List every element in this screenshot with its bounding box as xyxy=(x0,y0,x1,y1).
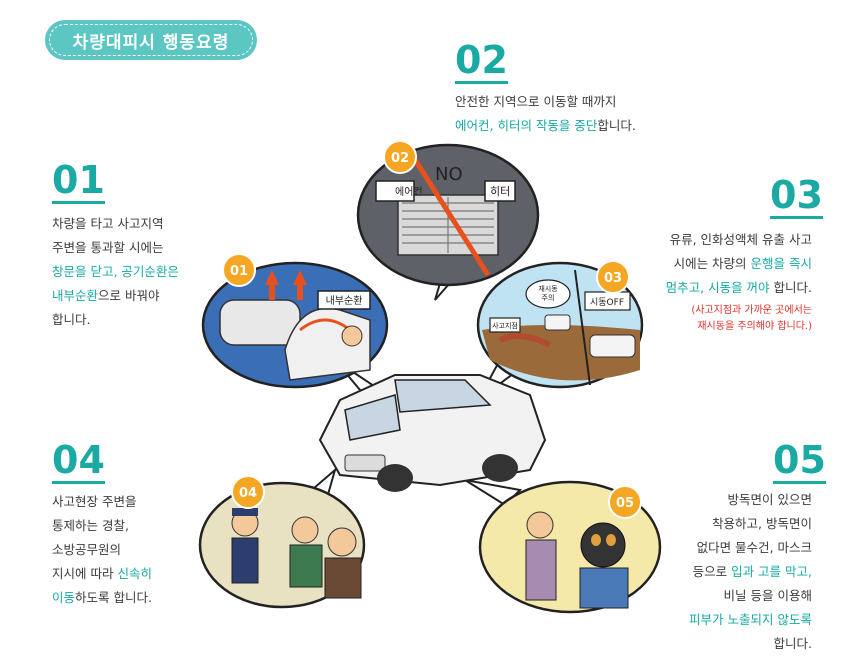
badge-03: 03 xyxy=(604,271,622,286)
step-04-text: 사고현장 주변을 통제하는 경찰, 소방공무원의 지시에 따라 신속히 이동하도… xyxy=(52,490,202,610)
badge-02: 02 xyxy=(391,151,409,166)
step-05-text-plain: 방독면이 있으면 착용하고, 방독면이 없다면 물수건, 마스크 등으로 xyxy=(692,492,812,579)
sign-heater: 히터 xyxy=(490,184,510,198)
step-02-text-end: 합니다. xyxy=(597,118,636,133)
step-01-text: 차량을 타고 사고지역 주변을 통과할 시에는 창문을 닫고, 공기순환은 내부… xyxy=(52,212,222,332)
step-05-text: 방독면이 있으면 착용하고, 방독면이 없다면 물수건, 마스크 등으로 입과 … xyxy=(650,488,812,656)
bubble-05 xyxy=(478,480,662,614)
step-01-text-highlight: 창문을 닫고, 공기순환은 내부순환 xyxy=(52,264,179,303)
step-04-text-end: 하도록 합니다. xyxy=(75,590,152,605)
bubble-03 xyxy=(476,260,644,389)
page-title-badge: 차량대피시 행동요령 xyxy=(45,20,257,60)
sign-no: NO xyxy=(435,164,463,185)
badge-04: 04 xyxy=(239,486,257,501)
step-01-number: 01 xyxy=(52,158,105,204)
step-03-text-plain: 유류, 인화성액체 유출 사고 시에는 차량의 xyxy=(669,232,812,271)
badge-01: 01 xyxy=(230,264,248,279)
step-03-text-end: 합니다. xyxy=(769,280,812,295)
step-01-text-plain: 차량을 타고 사고지역 주변을 통과할 시에는 xyxy=(52,216,164,255)
bubble-01 xyxy=(201,253,389,389)
step-02-text-highlight: 에어컨, 히터의 작동을 중단 xyxy=(455,118,598,133)
step-05-number: 05 xyxy=(773,438,826,484)
step-01-text-end: 으로 바꿔야 합니다. xyxy=(52,288,160,327)
sign-inside-air: 내부순환 xyxy=(326,295,363,307)
step-04-text-plain: 사고현장 주변을 통제하는 경찰, 소방공무원의 지시에 따라 xyxy=(52,494,137,581)
bubble-02 xyxy=(356,140,540,287)
step-05-text-end: 합니다. xyxy=(773,636,812,651)
step-05-text-middle: 비닐 등을 이용해 xyxy=(723,588,812,603)
step-04-text-highlight: 신속히 이동 xyxy=(52,566,152,605)
step-02-text-plain: 안전한 지역으로 이동할 때까지 xyxy=(455,94,617,109)
sign-accident: 사고지점 xyxy=(492,321,518,330)
step-05-text-highlight: 입과 고를 막고, xyxy=(731,564,812,579)
page-title: 차량대피시 행동요령 xyxy=(72,32,230,53)
central-car xyxy=(318,374,547,492)
step-03-note: (사고지점과 가까운 곳에서는 재시동을 주의해야 합니다.) xyxy=(691,305,812,332)
step-03-number: 03 xyxy=(770,173,823,219)
sign-aircon: 에어컨 xyxy=(395,186,423,198)
step-05-text-highlight-2: 피부가 노출되지 않도록 xyxy=(689,612,812,627)
step-02-text: 안전한 지역으로 이동할 때까지 에어컨, 히터의 작동을 중단합니다. xyxy=(455,90,695,138)
step-03-text-highlight: 운행을 즉시 멈추고, 시동을 꺼야 xyxy=(665,256,812,295)
sign-engine-off: 시동OFF xyxy=(590,297,624,308)
badge-05: 05 xyxy=(616,496,634,511)
step-03-text: 유류, 인화성액체 유출 사고 시에는 차량의 운행을 즉시 멈추고, 시동을 … xyxy=(630,228,812,300)
step-02-number: 02 xyxy=(455,38,508,84)
bubble-04 xyxy=(198,475,366,609)
step-04-number: 04 xyxy=(52,438,105,484)
